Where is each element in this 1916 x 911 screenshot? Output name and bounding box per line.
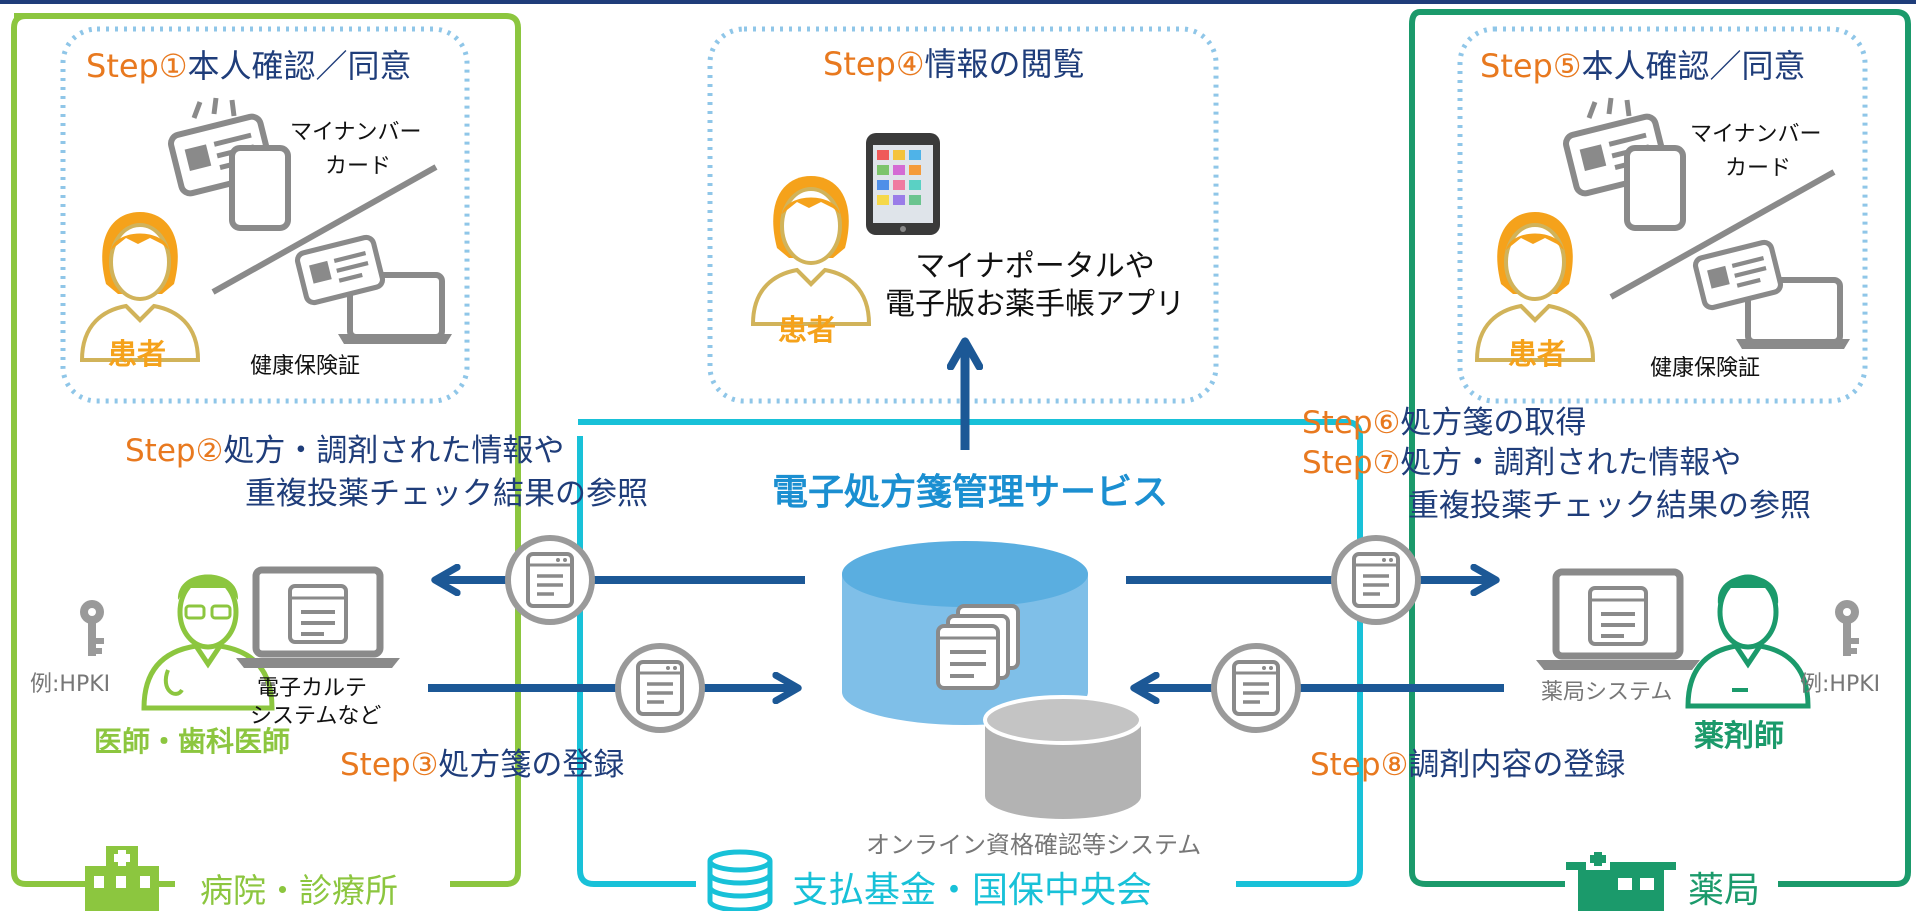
step-text: 処方・調剤された情報や: [1400, 445, 1742, 481]
qualification-system-label: オンライン資格確認等システム: [866, 831, 1202, 859]
viewer-app-label-line1: マイナポータルや: [915, 249, 1155, 284]
pharmacy-building-icon: [1566, 848, 1676, 911]
center-border: [577, 419, 1363, 887]
step5-box: [1457, 26, 1868, 404]
payment-fund-org-label: 支払基金・国保中央会: [792, 870, 1153, 911]
step4-box: [707, 26, 1219, 404]
step7-title: Step⑦処方・調剤された情報や: [1302, 445, 1742, 482]
step8-title: Step⑧調剤内容の登録: [1310, 747, 1626, 784]
pharmacy-border: [1409, 9, 1911, 887]
insurance-card-label: 健康保険証: [1650, 356, 1761, 381]
step-number: Step③: [340, 747, 439, 783]
step-number: Step④: [823, 45, 925, 83]
step-text: 本人確認／同意: [187, 47, 412, 85]
mynumber-card-label-line2: カード: [1725, 156, 1792, 181]
step-number: Step②: [125, 433, 224, 469]
mynumber-card-icon: [169, 97, 291, 231]
step-text: 処方・調剤された情報や: [223, 433, 565, 469]
document-icon: [508, 538, 592, 622]
step-text: 調剤内容の登録: [1408, 747, 1626, 783]
pharmacist-label: 薬剤師: [1694, 719, 1784, 754]
insurance-card-icon: [296, 236, 452, 344]
doctor-label: 医師・歯科医師: [94, 725, 291, 758]
qualification-database-icon: [983, 695, 1143, 819]
divider-line: [1609, 169, 1836, 300]
mynumber-card-label-line2: カード: [325, 154, 392, 179]
document-icon: [1214, 646, 1298, 730]
step7-title-line2: 重複投薬チェック結果の参照: [1408, 488, 1811, 524]
step-number: Step⑥: [1302, 405, 1401, 441]
top-band: [0, 0, 1916, 4]
hospital-org-label: 病院・診療所: [200, 871, 398, 910]
hospital-border: [11, 13, 521, 887]
step1-box: [60, 26, 470, 404]
step5-title: Step⑤本人確認／同意: [1480, 48, 1806, 85]
mynumber-card-label-line1: マイナンバー: [290, 120, 422, 145]
mynumber-card-label-line1: マイナンバー: [1690, 122, 1822, 147]
step-number: Step⑦: [1302, 445, 1401, 481]
hospital-building-icon: [85, 846, 159, 911]
step3-title: Step③処方箋の登録: [340, 747, 625, 784]
divider-line: [211, 164, 438, 295]
viewer-app-label-line2: 電子版お薬手帳アプリ: [885, 287, 1185, 322]
document-icon: [1334, 538, 1418, 622]
mynumber-card-icon: [1564, 97, 1686, 231]
document-icon: [618, 646, 702, 730]
emr-system-label-line2: システムなど: [250, 704, 382, 729]
step2-title-line2: 重複投薬チェック結果の参照: [245, 476, 648, 512]
pharmacist-icon: [1685, 574, 1811, 709]
step-number: Step⑧: [1310, 747, 1409, 783]
step-text: 本人確認／同意: [1581, 47, 1806, 85]
step-number: Step①: [86, 47, 188, 85]
step2-title: Step②処方・調剤された情報や: [125, 433, 565, 470]
step4-title: Step④情報の閲覧: [823, 46, 1085, 83]
key-icon: [1835, 600, 1859, 656]
laptop-icon: [236, 570, 400, 668]
patient-icon: [751, 174, 871, 326]
step-text: 情報の閲覧: [924, 45, 1085, 83]
laptop-icon: [1536, 572, 1700, 670]
insurance-card-icon: [1694, 241, 1850, 349]
pharmacy-org-label: 薬局: [1688, 870, 1761, 911]
patient-label: 患者: [778, 313, 837, 347]
smartphone-icon: [866, 133, 940, 235]
step1-title: Step①本人確認／同意: [86, 48, 412, 85]
patient-label: 患者: [108, 337, 167, 371]
step-text: 処方箋の登録: [438, 747, 625, 783]
emr-system-label-line1: 電子カルテ: [257, 676, 368, 701]
step-text: 処方箋の取得: [1400, 405, 1587, 441]
prescription-service-label: 電子処方箋管理サービス: [772, 472, 1169, 513]
hpki-label: 例:HPKI: [1800, 672, 1881, 697]
key-icon: [80, 600, 104, 656]
insurance-card-label: 健康保険証: [250, 354, 361, 379]
database-icon: [707, 849, 773, 911]
step-number: Step⑤: [1480, 47, 1582, 85]
patient-label: 患者: [1508, 337, 1567, 371]
pharmacy-system-label: 薬局システム: [1541, 680, 1673, 705]
step6-title: Step⑥処方箋の取得: [1302, 405, 1587, 442]
hpki-label: 例:HPKI: [30, 672, 111, 697]
prescription-database-icon: [842, 541, 1088, 725]
